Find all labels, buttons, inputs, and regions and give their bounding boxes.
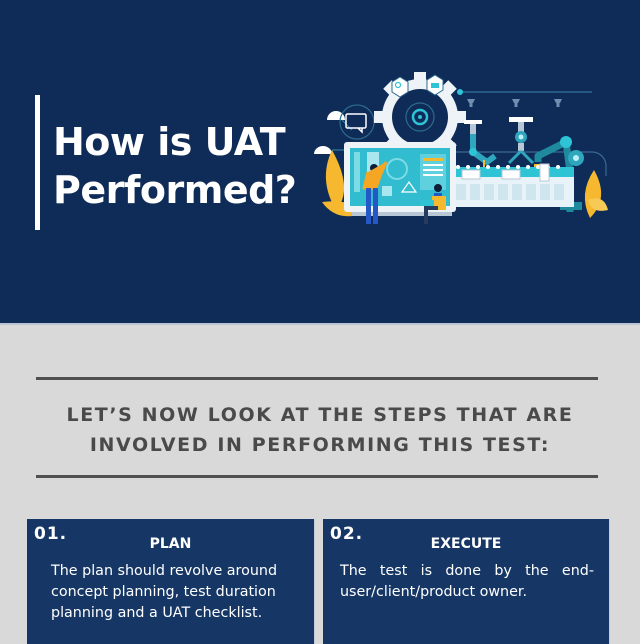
hero-banner: How is UAT Performed? xyxy=(0,0,640,323)
page-title: How is UAT Performed? xyxy=(53,118,297,214)
uat-illustration-icon xyxy=(314,72,608,224)
step-number: 02. xyxy=(330,524,364,544)
step-card-plan: 01. PLAN The plan should revolve around … xyxy=(27,519,314,644)
divider-bottom xyxy=(36,475,598,478)
page-title-line-1: How is UAT xyxy=(53,120,286,164)
step-number: 01. xyxy=(34,524,68,544)
subheading-line-1: LET’S NOW LOOK AT THE STEPS THAT ARE xyxy=(66,404,574,426)
section-subheading: LET’S NOW LOOK AT THE STEPS THAT ARE INV… xyxy=(0,400,640,460)
subheading-line-2: INVOLVED IN PERFORMING THIS TEST: xyxy=(89,434,551,456)
hero-divider xyxy=(0,323,640,325)
title-accent-bar xyxy=(35,95,40,230)
step-title: PLAN xyxy=(149,536,192,552)
divider-top xyxy=(36,377,598,380)
step-title: EXECUTE xyxy=(430,536,502,552)
step-description: The test is done by the end-user/client/… xyxy=(340,563,594,600)
step-card-execute: 02. EXECUTE The test is done by the end-… xyxy=(323,519,609,644)
page-title-line-2: Performed? xyxy=(53,168,297,212)
step-description: The plan should revolve around concept p… xyxy=(51,563,278,621)
